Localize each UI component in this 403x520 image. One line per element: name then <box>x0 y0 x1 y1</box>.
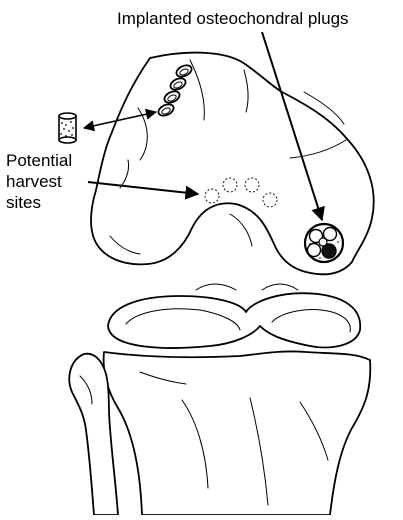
harvest-label-line-3: sites <box>6 192 72 213</box>
meniscus <box>108 284 360 348</box>
implanted-plugs <box>305 224 343 262</box>
implanted-plugs-label: Implanted osteochondral plugs <box>117 8 349 29</box>
harvest-label-line-1: Potential <box>6 150 72 171</box>
harvest-sites-label: Potential harvest sites <box>6 150 72 213</box>
tibia <box>104 351 371 515</box>
plug-cylinder <box>59 113 76 143</box>
harvest-label-line-2: harvest <box>6 171 72 192</box>
